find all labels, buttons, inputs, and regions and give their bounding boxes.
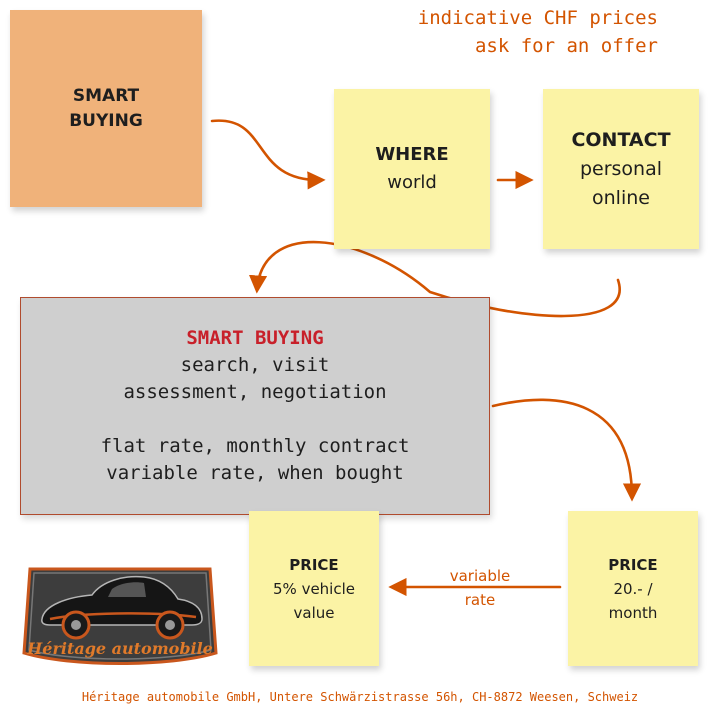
note-where-text: world bbox=[387, 172, 437, 193]
note-price-percent-line1: 5% vehicle bbox=[273, 579, 355, 598]
note-price-monthly: PRICE 20.- / month bbox=[568, 511, 698, 666]
logo-text: Héritage automobile bbox=[26, 639, 213, 658]
note-price-monthly-title: PRICE bbox=[608, 555, 658, 574]
details-line-flat-rate: flat rate, monthly contract bbox=[100, 435, 410, 457]
details-line-variable-rate: variable rate, when bought bbox=[106, 462, 404, 484]
details-title: SMART BUYING bbox=[186, 327, 324, 349]
edge-label-variable-rate: variable rate bbox=[438, 564, 522, 612]
note-contact-line2: online bbox=[592, 186, 650, 209]
details-line-search: search, visit bbox=[180, 354, 330, 376]
details-box: SMART BUYING search, visit assessment, n… bbox=[20, 297, 490, 515]
note-contact: CONTACT personal online bbox=[543, 89, 699, 249]
note-where-title: WHERE bbox=[375, 144, 449, 165]
edge-label-line2: rate bbox=[464, 591, 496, 609]
note-price-percent-title: PRICE bbox=[289, 555, 339, 574]
note-smart-buying: SMART BUYING bbox=[10, 10, 202, 207]
note-where: WHERE world bbox=[334, 89, 490, 249]
header-line-prices: indicative CHF prices bbox=[417, 7, 658, 29]
edge-label-line1: variable bbox=[449, 567, 511, 585]
arrow-details-to-price-monthly bbox=[491, 398, 642, 502]
note-price-monthly-line2: month bbox=[608, 603, 658, 622]
note-smart-buying-line1: SMART bbox=[72, 85, 140, 106]
header-line-offer: ask for an offer bbox=[474, 35, 658, 57]
arrow-contact-to-details bbox=[248, 240, 621, 318]
note-price-percent-line2: value bbox=[293, 603, 335, 622]
note-contact-title: CONTACT bbox=[571, 128, 671, 151]
heritage-logo: Héritage automobile bbox=[22, 567, 218, 665]
note-contact-line1: personal bbox=[579, 157, 663, 180]
note-price-monthly-line1: 20.- / bbox=[613, 579, 653, 598]
header-note: indicative CHF prices ask for an offer bbox=[418, 4, 658, 60]
details-line-assessment: assessment, negotiation bbox=[123, 381, 387, 403]
note-price-percent: PRICE 5% vehicle value bbox=[249, 511, 379, 666]
arrow-smart-to-where bbox=[210, 119, 326, 190]
footer-address: Héritage automobile GmbH, Untere Schwärz… bbox=[81, 690, 639, 704]
note-smart-buying-line2: BUYING bbox=[69, 110, 143, 131]
